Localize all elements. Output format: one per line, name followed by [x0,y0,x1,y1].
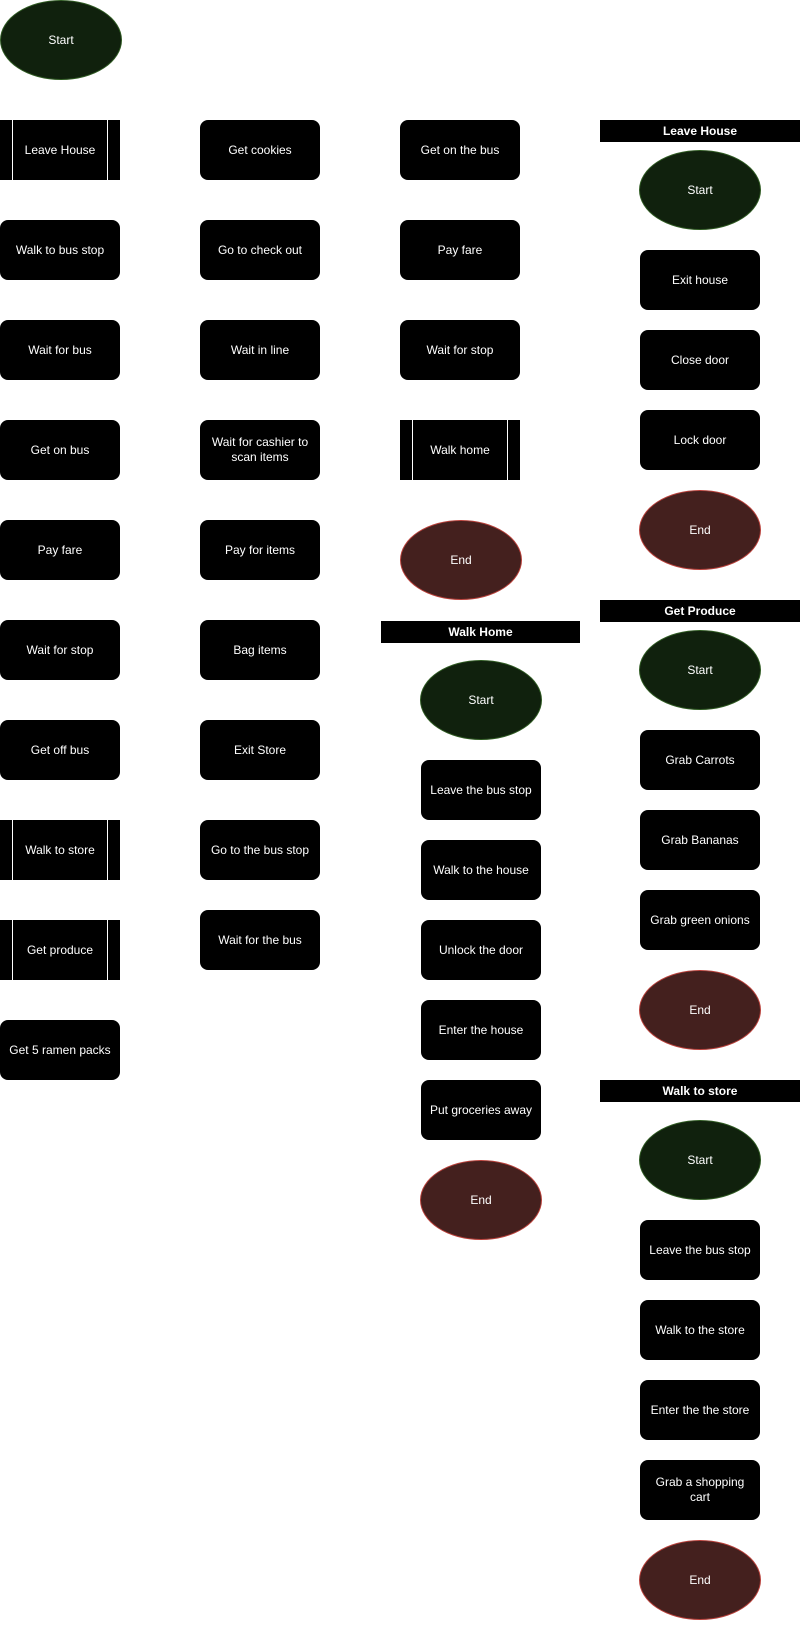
walk-home-step-put-groceries-away[interactable]: Put groceries away [421,1080,541,1140]
walk-to-store-header: Walk to store [600,1080,800,1102]
main-start-node[interactable]: Start [0,0,122,80]
main-step-walk-home[interactable]: Walk home [400,420,520,480]
main-step-pay-fare-2[interactable]: Pay fare [400,220,520,280]
main-step-get-produce[interactable]: Get produce [0,920,120,980]
get-produce-step-grab-carrots[interactable]: Grab Carrots [640,730,760,790]
walk-to-store-end-node[interactable]: End [639,1540,761,1620]
get-produce-step-grab-bananas[interactable]: Grab Bananas [640,810,760,870]
get-produce-start-node[interactable]: Start [639,630,761,710]
walk-to-store-step-walk-to-store[interactable]: Walk to the store [640,1300,760,1360]
leave-house-step-lock-door[interactable]: Lock door [640,410,760,470]
get-produce-header: Get Produce [600,600,800,622]
get-produce-end-node[interactable]: End [639,970,761,1050]
walk-home-header: Walk Home [381,621,580,643]
walk-home-end-node[interactable]: End [420,1160,542,1240]
main-step-exit-store[interactable]: Exit Store [200,720,320,780]
main-step-get-cookies[interactable]: Get cookies [200,120,320,180]
main-step-go-to-check-out[interactable]: Go to check out [200,220,320,280]
main-step-get-off-bus[interactable]: Get off bus [0,720,120,780]
main-step-get-on-the-bus[interactable]: Get on the bus [400,120,520,180]
main-step-walk-to-store[interactable]: Walk to store [0,820,120,880]
walk-home-start-node[interactable]: Start [420,660,542,740]
main-step-wait-for-stop-2[interactable]: Wait for stop [400,320,520,380]
walk-home-step-leave-bus-stop[interactable]: Leave the bus stop [421,760,541,820]
walk-to-store-step-leave-bus-stop[interactable]: Leave the bus stop [640,1220,760,1280]
walk-home-step-enter-house[interactable]: Enter the house [421,1000,541,1060]
walk-home-step-unlock-door[interactable]: Unlock the door [421,920,541,980]
main-step-get-ramen[interactable]: Get 5 ramen packs [0,1020,120,1080]
main-step-go-to-bus-stop[interactable]: Go to the bus stop [200,820,320,880]
walk-to-store-step-grab-cart[interactable]: Grab a shopping cart [640,1460,760,1520]
main-step-wait-in-line[interactable]: Wait in line [200,320,320,380]
main-step-wait-for-bus[interactable]: Wait for bus [0,320,120,380]
walk-home-step-walk-to-house[interactable]: Walk to the house [421,840,541,900]
walk-to-store-start-node[interactable]: Start [639,1120,761,1200]
main-step-wait-for-cashier[interactable]: Wait for cashier to scan items [200,420,320,480]
main-step-get-on-bus[interactable]: Get on bus [0,420,120,480]
main-step-leave-house[interactable]: Leave House [0,120,120,180]
leave-house-header: Leave House [600,120,800,142]
main-step-pay-for-items[interactable]: Pay for items [200,520,320,580]
main-step-wait-for-the-bus[interactable]: Wait for the bus [200,910,320,970]
main-step-bag-items[interactable]: Bag items [200,620,320,680]
leave-house-end-node[interactable]: End [639,490,761,570]
main-step-wait-for-stop[interactable]: Wait for stop [0,620,120,680]
leave-house-step-exit-house[interactable]: Exit house [640,250,760,310]
get-produce-step-grab-green-onions[interactable]: Grab green onions [640,890,760,950]
leave-house-start-node[interactable]: Start [639,150,761,230]
main-step-walk-to-bus-stop[interactable]: Walk to bus stop [0,220,120,280]
walk-to-store-step-enter-store[interactable]: Enter the the store [640,1380,760,1440]
leave-house-step-close-door[interactable]: Close door [640,330,760,390]
main-step-pay-fare[interactable]: Pay fare [0,520,120,580]
main-end-node[interactable]: End [400,520,522,600]
